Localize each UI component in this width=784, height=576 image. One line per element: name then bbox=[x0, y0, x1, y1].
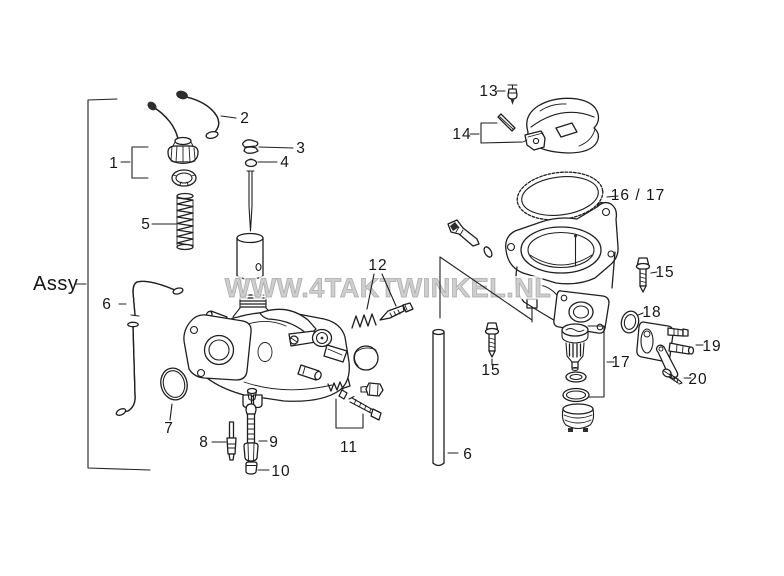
location-pointer-lines bbox=[439, 256, 533, 321]
callout-14-bracket bbox=[480, 122, 523, 144]
callout-6-right-label: 6 bbox=[463, 446, 473, 463]
callout-10-label: 10 bbox=[271, 463, 290, 480]
petcock-oring bbox=[620, 310, 640, 334]
pilot-screw-spring bbox=[351, 302, 414, 329]
assy-label: Assy bbox=[33, 273, 78, 295]
float-valve bbox=[507, 84, 518, 105]
assy-bracket bbox=[87, 98, 151, 471]
callout-14-label: 14 bbox=[452, 126, 471, 143]
drain-tube bbox=[432, 328, 445, 467]
callout-12-leaders bbox=[366, 273, 397, 310]
body-screws bbox=[327, 381, 384, 421]
callout-19-label: 19 bbox=[702, 338, 721, 355]
main-jet-set bbox=[243, 387, 259, 462]
callout-8-label: 8 bbox=[199, 434, 209, 451]
callout-13-label: 13 bbox=[479, 83, 498, 100]
callout-15-right-leader bbox=[650, 271, 658, 274]
callout-7-label: 7 bbox=[164, 420, 174, 437]
callout-9-label: 9 bbox=[269, 434, 279, 451]
callout-16-17-label: 16 / 17 bbox=[611, 187, 665, 204]
adjuster-spring bbox=[176, 192, 194, 251]
flange-oring bbox=[160, 367, 188, 401]
float bbox=[522, 97, 600, 154]
slow-jet bbox=[226, 421, 237, 461]
callout-16-17-leader bbox=[606, 195, 619, 198]
float-chamber-body bbox=[505, 201, 619, 334]
throttle-slide bbox=[236, 232, 264, 281]
carb-top-cap bbox=[167, 136, 199, 164]
callout-7-leader bbox=[169, 403, 173, 421]
callout-1-bracket bbox=[131, 146, 149, 179]
callout-20-label: 20 bbox=[688, 371, 707, 388]
float-pin bbox=[497, 113, 516, 132]
callout-15-right-label: 15 bbox=[655, 264, 674, 281]
callout-17-label: 17 bbox=[611, 354, 630, 371]
callout-6-left-label: 6 bbox=[102, 296, 112, 313]
fuel-petcock bbox=[636, 321, 695, 379]
dome-cap bbox=[353, 345, 379, 371]
callout-17-bracket bbox=[587, 325, 605, 398]
cable-clip bbox=[242, 139, 259, 154]
petcock-screw bbox=[662, 368, 683, 385]
callout-18-leader bbox=[637, 312, 644, 316]
needle-jet bbox=[447, 219, 480, 247]
needle-circlip bbox=[244, 158, 258, 168]
fuel-strainer-set bbox=[561, 323, 595, 432]
callout-15-mid-label: 15 bbox=[481, 362, 500, 379]
intake-tubes bbox=[147, 90, 220, 140]
callout-2-leader bbox=[220, 115, 237, 119]
callout-3-label: 3 bbox=[296, 140, 306, 157]
callout-12-label: 12 bbox=[368, 257, 387, 274]
callout-5-label: 5 bbox=[141, 216, 151, 233]
callout-1-label: 1 bbox=[109, 155, 119, 172]
callout-3-leader bbox=[258, 146, 294, 149]
jet-nut bbox=[245, 461, 258, 475]
jet-washer bbox=[483, 246, 493, 258]
breather-hoses bbox=[115, 280, 184, 416]
drain-bolt-right bbox=[635, 257, 651, 293]
jet-needle bbox=[246, 170, 255, 232]
callout-11-label: 11 bbox=[340, 439, 358, 456]
callout-18-label: 18 bbox=[642, 304, 661, 321]
drain-bolt-mid bbox=[484, 322, 500, 358]
cap-seal-ring bbox=[171, 169, 197, 187]
carb-main-body bbox=[183, 308, 351, 409]
callouts: Assy 1 2 3 4 5 6 7 8 9 10 11 12 13 14 15 bbox=[33, 83, 721, 480]
callout-4-label: 4 bbox=[280, 154, 290, 171]
carb-neck bbox=[232, 277, 276, 318]
callout-11-bracket bbox=[335, 398, 364, 429]
callout-2-label: 2 bbox=[240, 110, 250, 127]
